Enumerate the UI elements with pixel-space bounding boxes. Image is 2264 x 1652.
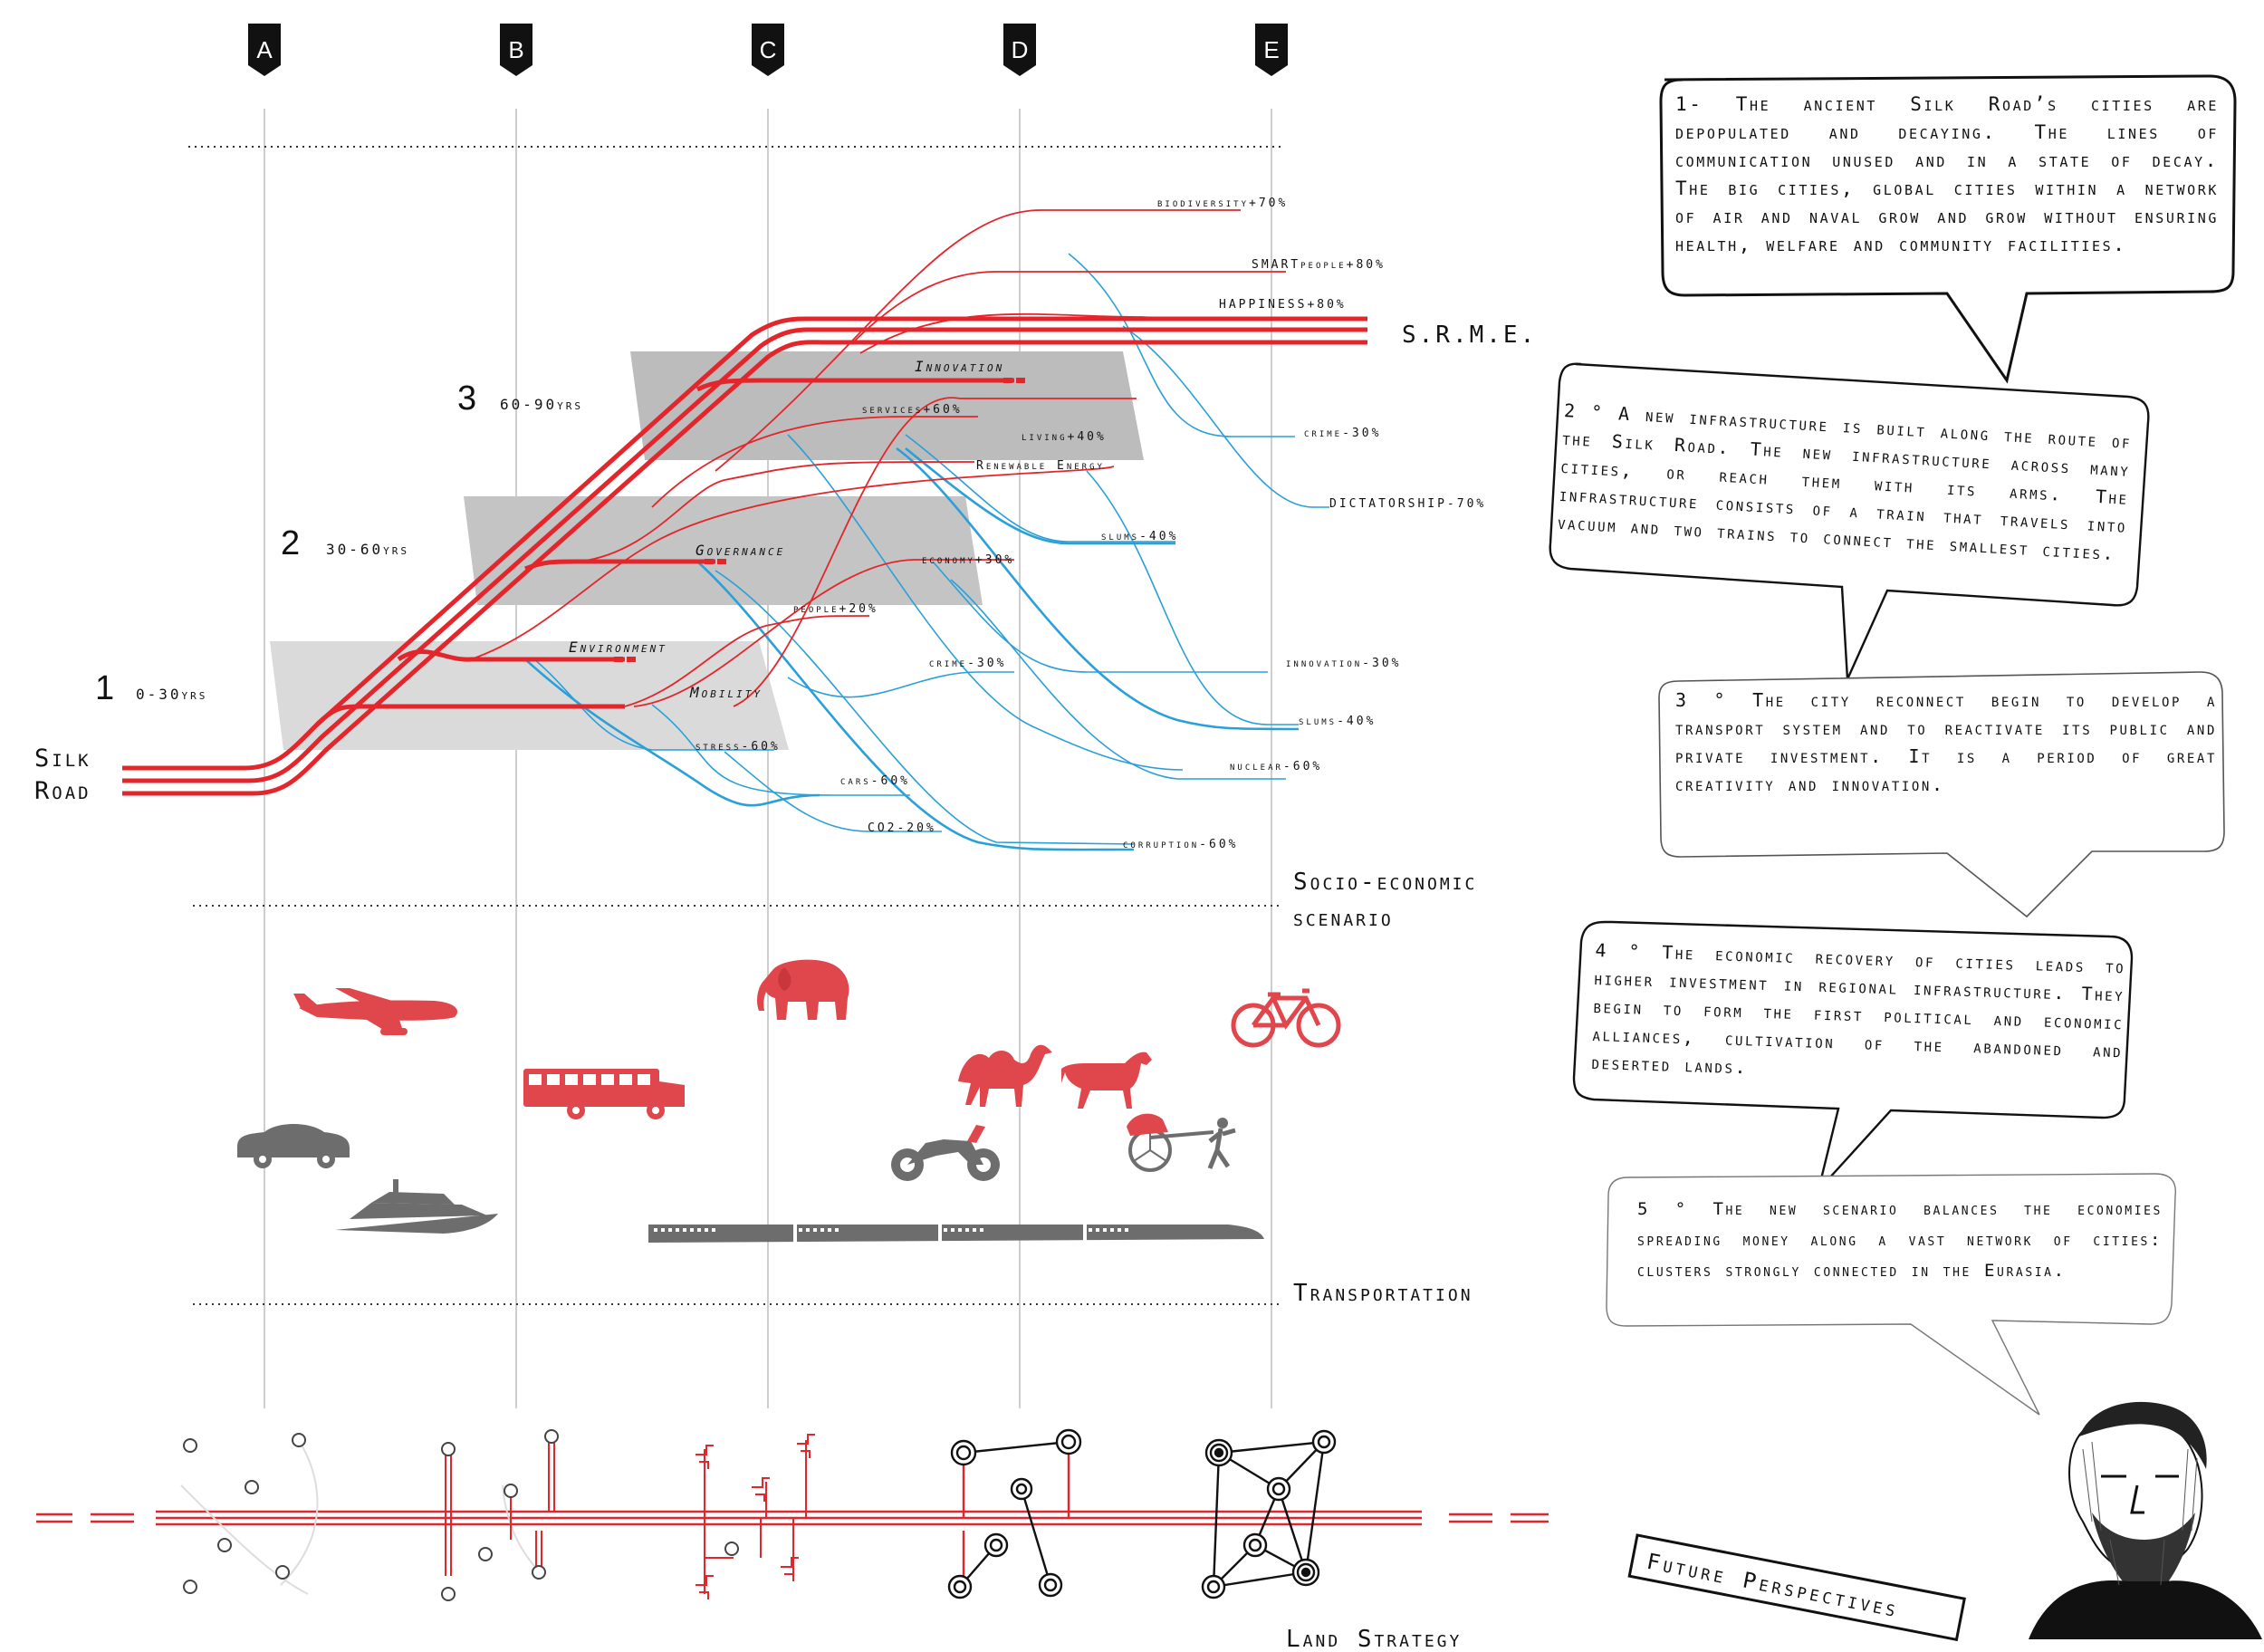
label-dictatorship: DICTATORSHIP-70% bbox=[1329, 497, 1486, 511]
theme-mobility: Mobility bbox=[689, 684, 763, 701]
phase-3-number: 3 bbox=[457, 379, 476, 418]
label-cars: cars-60% bbox=[840, 774, 910, 788]
transportation-label: Transportation bbox=[1293, 1280, 1473, 1307]
elephant-icon bbox=[757, 959, 849, 1020]
column-marker-label: E bbox=[1263, 36, 1279, 63]
srme-label: S.R.M.E. bbox=[1402, 322, 1537, 349]
bubble-3 bbox=[1658, 671, 2225, 918]
bubble-4-text: 4 ° The economic recovery of cities lead… bbox=[1591, 938, 2126, 1079]
airplane-icon bbox=[293, 988, 458, 1035]
land-strategy-rail bbox=[36, 1510, 1549, 1526]
label-renewable: Renewable Energy bbox=[976, 459, 1105, 473]
main-corridor-lines bbox=[122, 316, 1367, 796]
label-crime-top: crime-30% bbox=[1304, 427, 1381, 440]
label-stress: stress-60% bbox=[696, 740, 781, 754]
phase-2-range: 30-60yrs bbox=[326, 541, 409, 558]
section-labels: Socio-economic scenario Transportation L… bbox=[1286, 869, 1477, 1652]
positive-indicator-labels: biodiversity+70% SMARTpeople+80% HAPPINE… bbox=[793, 197, 1386, 616]
phase-1-range: 0-30yrs bbox=[136, 686, 207, 703]
label-co2: CO2-20% bbox=[868, 821, 936, 835]
car-icon bbox=[237, 1124, 350, 1168]
land-strategy-label: Land Strategy bbox=[1286, 1626, 1462, 1652]
theme-governance: Governance bbox=[696, 542, 785, 559]
theme-innovation: Innovation bbox=[915, 358, 1004, 375]
portrait-illustration bbox=[2029, 1401, 2262, 1639]
column-marker-label: D bbox=[1012, 36, 1029, 63]
land-strategy-stage-d bbox=[947, 1428, 1082, 1599]
label-innovation: innovation-30% bbox=[1286, 657, 1402, 670]
label-living: living+40% bbox=[1022, 430, 1107, 444]
label-slums-mid: slums-40% bbox=[1101, 530, 1178, 543]
positive-indicator-curves bbox=[470, 209, 1286, 707]
theme-labels: Environment Mobility Governance Innovati… bbox=[569, 358, 1004, 701]
land-strategy-stage-a bbox=[180, 1433, 319, 1595]
bubble-1-text: 1- The ancient Silk Road’s cities are de… bbox=[1675, 93, 2219, 255]
column-marker-b: B bbox=[500, 24, 532, 76]
label-crime-mid: crime-30% bbox=[929, 657, 1006, 670]
negative-indicator-curves bbox=[533, 253, 1329, 845]
bubble-5 bbox=[1606, 1173, 2176, 1416]
speech-bubbles bbox=[1549, 74, 2237, 1416]
column-marker-label: A bbox=[256, 36, 273, 63]
bubble-5-text: 5 ° The new scenario balances the econom… bbox=[1637, 1199, 2163, 1281]
negative-indicator-labels: crime-30% DICTATORSHIP-70% slums-40% cri… bbox=[696, 427, 1486, 851]
bus-icon bbox=[523, 1069, 685, 1119]
label-nuclear: nuclear-60% bbox=[1230, 760, 1322, 773]
rickshaw-icon bbox=[1127, 1113, 1236, 1172]
period-band-2 bbox=[464, 496, 983, 605]
silk-road-label-line2: Road bbox=[34, 777, 91, 805]
bicycle-icon bbox=[1231, 988, 1341, 1048]
label-services: services+60% bbox=[862, 403, 963, 417]
bubble-3-text: 3 ° The city reconnect begin to develop … bbox=[1675, 689, 2217, 795]
bubble-1 bbox=[1659, 74, 2237, 384]
future-perspectives-badge: Future Perspectives bbox=[1627, 1533, 1966, 1642]
label-corruption: corruption-60% bbox=[1123, 838, 1239, 851]
phase-1-number: 1 bbox=[95, 669, 114, 707]
train-icon bbox=[648, 1223, 1264, 1244]
motorcycle-icon bbox=[891, 1125, 1000, 1181]
column-marker-d: D bbox=[1003, 24, 1036, 76]
camel-icon bbox=[958, 1044, 1052, 1107]
phase-3-range: 60-90yrs bbox=[500, 396, 583, 413]
land-strategy-stage-b bbox=[441, 1429, 559, 1601]
yacht-icon bbox=[335, 1179, 498, 1234]
column-marker-c: C bbox=[752, 24, 784, 76]
label-happiness: HAPPINESS+80% bbox=[1219, 298, 1347, 312]
label-people: people+20% bbox=[793, 602, 878, 616]
label-economy: economy+30% bbox=[922, 553, 1014, 567]
phase-2-number: 2 bbox=[281, 524, 300, 562]
land-strategy-stage-c bbox=[696, 1434, 815, 1599]
socio-economic-label: Socio-economic bbox=[1293, 869, 1477, 896]
theme-dash-marks bbox=[614, 378, 1025, 662]
column-marker-a: A bbox=[248, 24, 281, 76]
section-dividers bbox=[188, 146, 1281, 1305]
label-slums-low: slums-40% bbox=[1299, 715, 1376, 728]
label-smartpeople: SMARTpeople+80% bbox=[1252, 258, 1386, 272]
phase-labels: 1 0-30yrs 2 30-60yrs 3 60-90yrs bbox=[95, 379, 583, 707]
column-marker-label: B bbox=[508, 36, 523, 63]
column-marker-e: E bbox=[1255, 24, 1288, 76]
theme-branch-lines bbox=[315, 378, 1014, 726]
silk-road-label-line1: Silk bbox=[34, 744, 91, 773]
land-strategy-stage-e bbox=[1201, 1429, 1337, 1599]
horse-icon bbox=[1061, 1052, 1152, 1109]
scenario-label: scenario bbox=[1293, 905, 1394, 932]
endpoint-labels: Silk Road S.R.M.E. bbox=[34, 322, 1537, 805]
theme-environment: Environment bbox=[569, 639, 667, 656]
column-marker-label: C bbox=[760, 36, 777, 63]
label-biodiversity: biodiversity+70% bbox=[1157, 197, 1288, 210]
